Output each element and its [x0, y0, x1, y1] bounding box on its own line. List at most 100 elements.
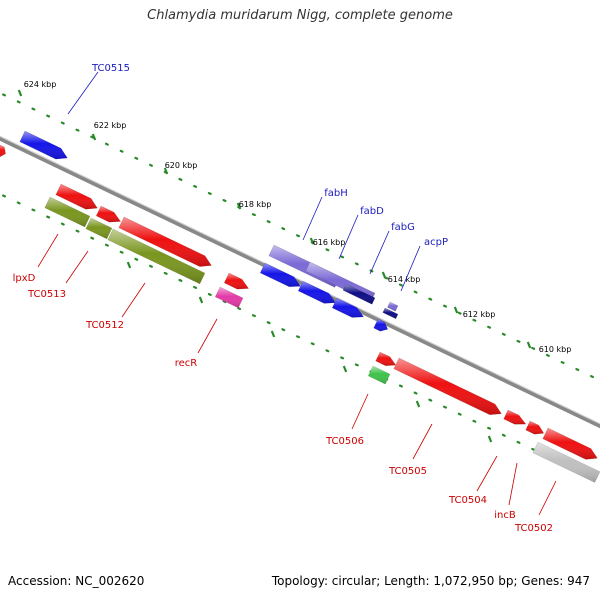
outer-scale-dot: [1, 93, 7, 97]
outer-scale-dot: [60, 121, 65, 125]
outer-scale-dot: [516, 339, 521, 343]
gene-label-TC0515: TC0515: [91, 63, 130, 74]
gene-navy-small: [382, 307, 399, 320]
outer-scale-dot: [472, 318, 477, 322]
inner-scale-dot: [1, 194, 7, 198]
inner-scale-dot: [134, 257, 139, 261]
scale-label: 610 kbp: [539, 345, 572, 354]
inner-scale-dot: [60, 222, 65, 226]
outer-scale-dot: [296, 234, 300, 238]
outer-scale-dot: [134, 156, 139, 160]
outer-scale-dot: [575, 368, 580, 372]
leader-line: [338, 214, 359, 260]
inner-scale-dot: [354, 363, 359, 367]
outer-scale-dot: [340, 255, 345, 259]
gene-label-fabG: fabG: [391, 222, 415, 233]
leader-line: [351, 393, 369, 430]
inner-scale-dot: [413, 391, 418, 395]
leader-line: [121, 282, 146, 318]
outer-scale-dot: [589, 375, 595, 379]
scale-major-tick: [126, 261, 132, 269]
inner-scale-dot: [163, 271, 168, 275]
inner-scale-dot: [90, 236, 95, 240]
gene-TC0515: [19, 130, 68, 160]
gene-olive-2: [85, 217, 113, 240]
leader-line: [369, 230, 390, 275]
leader-line: [302, 196, 323, 241]
gene-incB: [525, 420, 545, 435]
gene-label-recR: recR: [175, 358, 198, 369]
inner-scale-dot: [531, 447, 536, 451]
gene-label-TC0512: TC0512: [85, 320, 124, 331]
outer-scale-dot: [193, 184, 198, 188]
leader-line: [476, 455, 498, 492]
inner-scale-dot: [310, 342, 315, 346]
inner-scale-dot: [46, 215, 51, 219]
scale-label: 614 kbp: [388, 275, 421, 284]
scale-major-tick: [342, 365, 348, 373]
outer-scale-dot: [457, 311, 462, 315]
gene-labels: TC0515fabHfabDfabGacpPlpxDTC0513TC0512re…: [13, 63, 557, 534]
inner-scale-dot: [207, 292, 212, 296]
inner-scale-dot: [104, 243, 109, 247]
gene-gray: [532, 441, 600, 483]
inner-scale-dot: [472, 419, 477, 423]
scale-major-tick: [236, 202, 242, 210]
leader-line: [37, 233, 59, 268]
figure-title: Chlamydia muridarum Nigg, complete genom…: [147, 8, 453, 23]
outer-scale-dot: [487, 325, 492, 329]
leader-line: [400, 245, 421, 292]
outer-scale-dot: [501, 332, 506, 336]
gene-label-TC0502: TC0502: [514, 523, 553, 534]
leader-line: [67, 71, 99, 115]
outer-scale-dot: [119, 149, 124, 153]
outer-scale-dot: [149, 163, 153, 167]
outer-scale-dot: [443, 304, 447, 308]
gene-red-2: [95, 205, 122, 223]
inner-scale-dot: [178, 278, 183, 282]
scale-major-tick: [163, 167, 169, 175]
inner-scale-dot: [251, 314, 256, 318]
gene-label-TC0504: TC0504: [448, 495, 487, 506]
outer-scale-dot: [560, 360, 565, 364]
scale-label: 624 kbp: [24, 80, 57, 89]
inner-scale-dot: [149, 264, 153, 268]
inner-scale-dot: [16, 201, 21, 205]
inner-scale-dot: [516, 440, 521, 444]
outer-scale-dot: [46, 114, 51, 118]
outer-scale-dot: [90, 135, 95, 139]
gene-TC0506: [367, 365, 391, 385]
gene-TC0513: [44, 196, 91, 228]
gene-label-TC0506: TC0506: [325, 436, 364, 447]
outer-scale-dot: [178, 177, 183, 181]
inner-scale-dot: [193, 285, 198, 289]
outer-scale-dot: [104, 142, 109, 146]
inner-scale-dot: [237, 307, 242, 311]
outer-scale-dot: [281, 227, 286, 231]
gene-label-TC0505: TC0505: [388, 466, 427, 477]
leader-line: [538, 480, 557, 516]
inner-scale-dot: [266, 321, 271, 325]
gene-acpP: [386, 301, 399, 312]
leader-line: [65, 250, 89, 284]
scale-label: 618 kbp: [239, 200, 272, 209]
gene-TC0505: [393, 357, 502, 416]
scale-label: 622 kbp: [94, 121, 127, 130]
scale-major-tick: [381, 271, 387, 279]
inner-scale-dot: [443, 405, 447, 409]
gene-blue-3: [331, 297, 365, 318]
scale-major-tick: [487, 435, 493, 443]
inner-scale-dot: [296, 335, 300, 339]
inner-scale-dot: [222, 300, 227, 304]
scale-major-tick: [453, 306, 459, 314]
inner-scale-dot: [31, 208, 36, 212]
inner-scale-dot: [428, 398, 433, 402]
inner-scale-dot: [325, 349, 330, 353]
gene-label-acpP: acpP: [424, 237, 448, 248]
inner-scale-dot: [398, 384, 403, 388]
gene-features: [0, 130, 600, 483]
genome-backbone: [0, 135, 600, 429]
scale-major-tick: [415, 400, 421, 408]
topology-text: Topology: circular; Length: 1,072,950 bp…: [271, 574, 590, 588]
